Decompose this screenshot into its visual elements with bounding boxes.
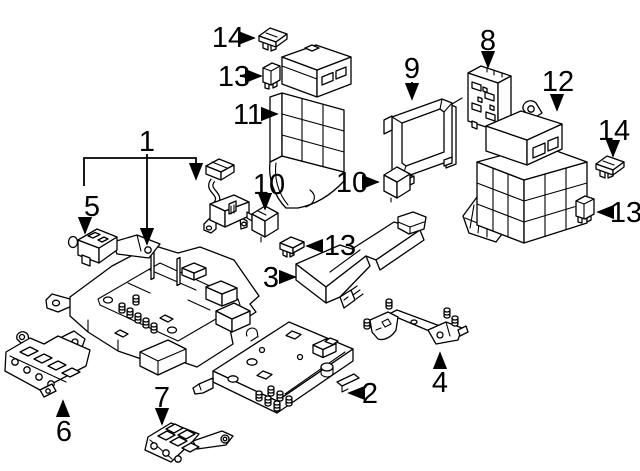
callout-label-9: 9	[404, 53, 420, 85]
callout-label-5: 5	[84, 191, 100, 223]
part-illustration-4	[363, 298, 469, 345]
part-illustration-14-right	[595, 155, 625, 179]
callout-label-12: 12	[542, 66, 574, 98]
callout-label-13-right: 13	[610, 197, 640, 229]
callout-label-14-right: 14	[598, 115, 630, 147]
part-illustration-1-harness	[203, 158, 250, 234]
callout-label-8: 8	[480, 25, 496, 57]
part-illustration-13-top	[262, 62, 281, 90]
part-illustration-12	[462, 100, 588, 244]
callout-label-11: 11	[233, 99, 263, 131]
part-illustration-2	[192, 321, 360, 414]
callout-label-10-right: 10	[336, 167, 368, 199]
callout-label-14-top: 14	[212, 22, 244, 54]
part-illustration-10-right	[383, 166, 415, 203]
callout-label-13-top: 13	[218, 61, 250, 93]
part-illustration-5	[67, 228, 161, 267]
callout-label-13-center: 13	[324, 230, 356, 262]
part-illustration-10-left	[246, 205, 279, 243]
callout-label-6: 6	[56, 416, 72, 448]
part-illustration-8	[467, 65, 512, 137]
callout-label-1: 1	[139, 126, 155, 158]
callout-label-3: 3	[263, 262, 279, 294]
part-illustration-9	[383, 97, 463, 185]
part-illustration-6	[4, 330, 91, 398]
part-illustration-13-center	[279, 236, 305, 258]
part-illustration-13-right	[575, 195, 595, 224]
part-illustration-3	[295, 211, 427, 309]
part-illustration-1-fusebox	[45, 244, 260, 376]
callout-label-10-left: 10	[253, 169, 285, 201]
callout-leader-1	[83, 157, 204, 186]
callout-label-7: 7	[154, 382, 170, 414]
callout-label-2: 2	[362, 378, 378, 410]
part-illustration-7	[144, 422, 234, 463]
callout-label-4: 4	[432, 367, 448, 399]
part-illustration-14-top	[258, 27, 288, 52]
